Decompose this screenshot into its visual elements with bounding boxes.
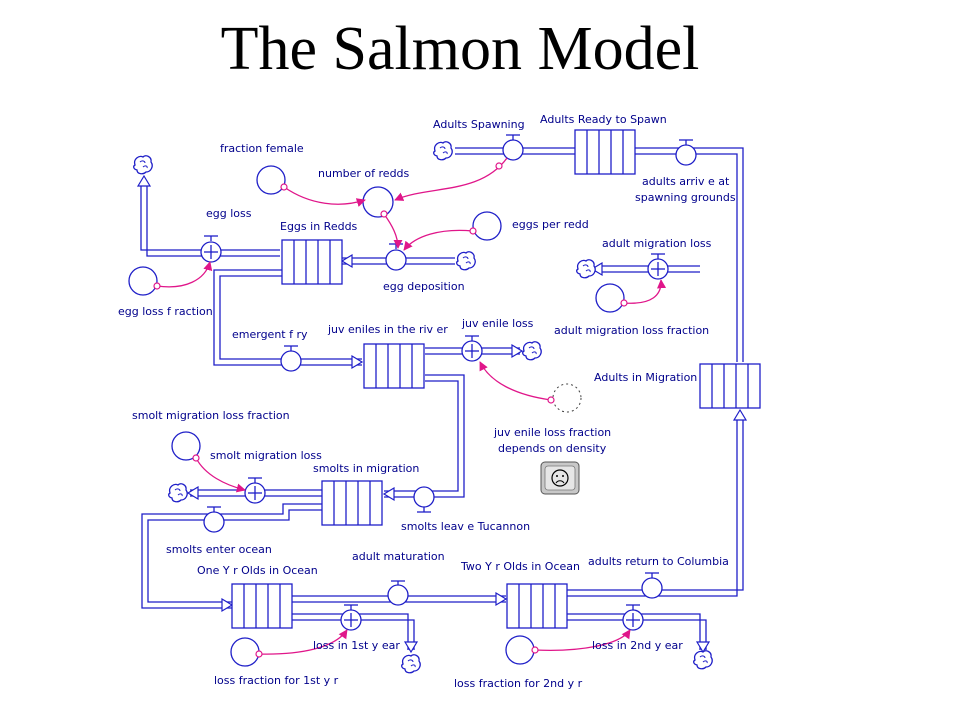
label-juveniles-in-river: juv eniles in the riv er — [327, 323, 448, 336]
label-adults-ready-to-spawn: Adults Ready to Spawn — [540, 113, 667, 126]
label-juvenile-loss: juv enile loss — [461, 317, 534, 330]
converter-fraction-female — [256, 165, 286, 195]
label-adults-in-migration: Adults in Migration — [594, 371, 697, 384]
flow-valves — [200, 134, 697, 631]
cloud-icon — [576, 259, 596, 279]
label-smolts-enter-ocean: smolts enter ocean — [166, 543, 272, 556]
label-loss-fraction-2nd: loss fraction for 2nd y r — [454, 677, 583, 690]
cloud-icon — [168, 483, 188, 503]
label-juvenile-loss-fraction-2: depends on density — [498, 442, 607, 455]
cloud-icon — [133, 155, 153, 175]
label-egg-loss: egg loss — [206, 207, 252, 220]
stock-two-yr-olds — [506, 583, 568, 629]
converter-loss-fraction-1st — [230, 637, 260, 667]
cloud-icon — [522, 341, 542, 361]
stock-one-yr-olds — [231, 583, 293, 629]
stock-juveniles-in-river — [363, 343, 425, 389]
valve-adult-migration-loss — [647, 253, 669, 280]
stock-smolts-in-migration — [321, 480, 383, 526]
label-one-yr-olds: One Y r Olds in Ocean — [197, 564, 318, 577]
valve-egg-loss — [200, 235, 222, 263]
slide-title: The Salmon Model — [220, 15, 700, 83]
label-smolts-in-migration: smolts in migration — [313, 462, 419, 475]
converter-smolt-migration-loss-fraction — [171, 431, 201, 461]
label-emergent-fry: emergent f ry — [232, 328, 308, 341]
valve-adults-return — [641, 572, 663, 599]
valve-smolts-leave — [413, 486, 435, 513]
stock-adults-ready-to-spawn — [574, 129, 636, 175]
converter-eggs-per-redd — [472, 211, 502, 241]
converter-egg-loss-fraction — [128, 266, 158, 296]
label-egg-deposition: egg deposition — [383, 280, 465, 293]
cloud-icon — [433, 141, 453, 161]
labels: fraction female number of redds Adults S… — [118, 113, 736, 690]
label-fraction-female: fraction female — [220, 142, 304, 155]
valve-smolts-enter-ocean — [203, 506, 225, 533]
valve-smolt-migration-loss — [244, 477, 266, 504]
label-adults-arrive: adults arriv e at — [642, 175, 730, 188]
label-adults-spawning: Adults Spawning — [433, 118, 525, 131]
label-smolts-leave: smolts leav e Tucannon — [401, 520, 530, 533]
label-juvenile-loss-fraction: juv enile loss fraction — [493, 426, 611, 439]
label-adult-maturation: adult maturation — [352, 550, 445, 563]
converter-loss-fraction-2nd — [505, 635, 535, 665]
label-egg-loss-fraction: egg loss f raction — [118, 305, 213, 318]
valve-emergent-fry — [280, 345, 302, 372]
valve-juvenile-loss — [461, 335, 483, 362]
label-adults-return: adults return to Columbia — [588, 555, 729, 568]
label-smolt-migration-loss-fraction: smolt migration loss fraction — [132, 409, 290, 422]
label-adults-arrive-2: spawning grounds — [635, 191, 736, 204]
label-adult-migration-loss-fraction: adult migration loss fraction — [554, 324, 709, 337]
label-loss-1st-year: loss in 1st y ear — [313, 639, 400, 652]
frown-face-icon — [551, 469, 569, 487]
label-loss-fraction-1st: loss fraction for 1st y r — [214, 674, 339, 687]
cloud-icon — [693, 650, 713, 670]
label-eggs-per-redd: eggs per redd — [512, 218, 589, 231]
valve-adults-arrive — [675, 139, 697, 166]
cloud-icon — [401, 654, 421, 674]
stock-eggs-in-redds — [281, 239, 343, 285]
cloud-icon — [456, 251, 476, 271]
label-eggs-in-redds: Eggs in Redds — [280, 220, 358, 233]
converter-juvenile-loss-fraction — [552, 383, 582, 413]
stock-adults-in-migration — [699, 363, 761, 409]
converter-number-of-redds — [362, 186, 394, 218]
valve-adult-maturation — [387, 580, 409, 606]
valve-egg-deposition — [385, 243, 407, 271]
converter-adult-migration-loss-fraction — [595, 283, 625, 313]
label-two-yr-olds: Two Y r Olds in Ocean — [460, 560, 580, 573]
valve-adults-spawning — [502, 134, 524, 161]
frown-button[interactable] — [540, 461, 580, 495]
label-loss-2nd-year: loss in 2nd y ear — [592, 639, 683, 652]
converters — [128, 165, 625, 667]
label-smolt-migration-loss: smolt migration loss — [210, 449, 322, 462]
connectors — [153, 157, 667, 658]
label-number-of-redds: number of redds — [318, 167, 410, 180]
label-adult-migration-loss: adult migration loss — [602, 237, 712, 250]
valve-loss-1st-year — [340, 604, 362, 631]
valve-loss-2nd-year — [622, 604, 644, 631]
